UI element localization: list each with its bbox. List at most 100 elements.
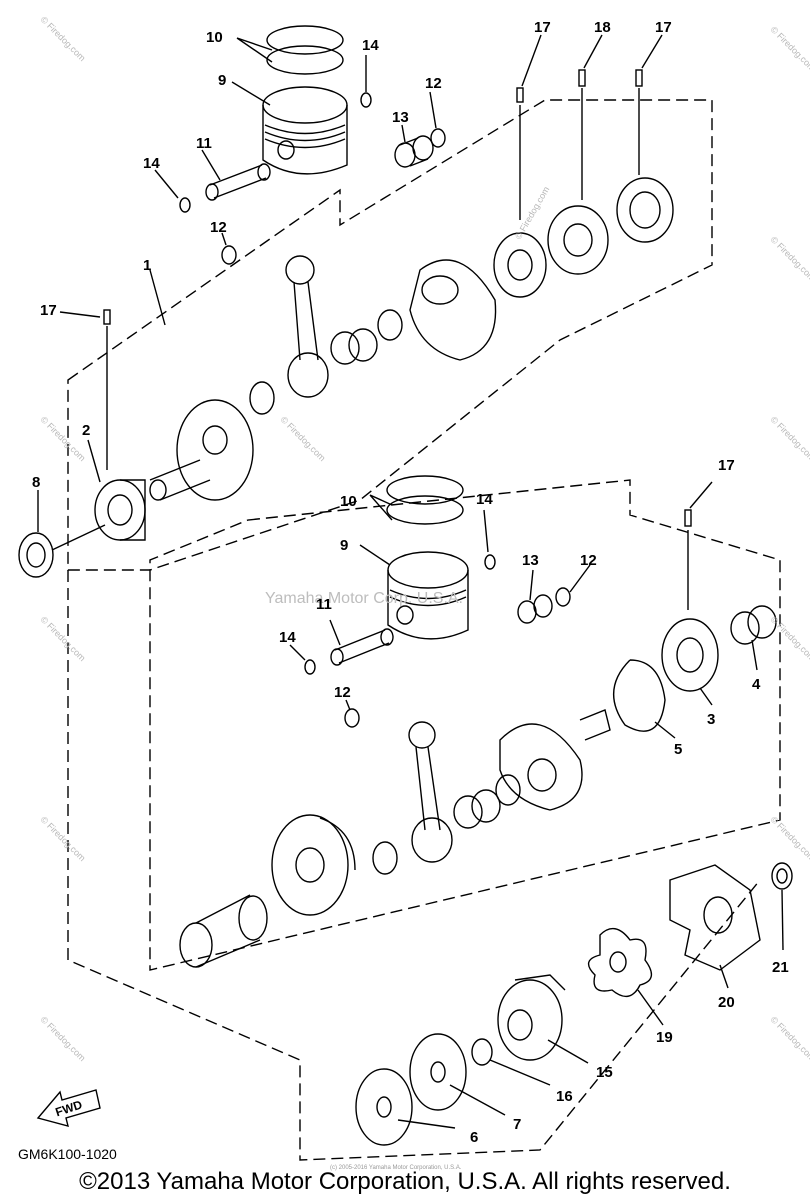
washer-upper-left — [221, 245, 237, 265]
bottom-group-boundary — [67, 570, 761, 1161]
callout-20: 20 — [718, 994, 735, 1011]
piston-ring-upper-1 — [266, 25, 344, 55]
callout-19: 19 — [656, 1029, 673, 1046]
watermark-6: © Firedog.com — [279, 414, 328, 463]
washer-21 — [771, 862, 793, 890]
callout-12c: 12 — [580, 552, 597, 569]
callout-9b: 9 — [340, 537, 348, 554]
hub-15 — [497, 974, 566, 1061]
crank-web-upper-right — [409, 259, 497, 361]
callout-12d: 12 — [334, 684, 351, 701]
crank-web-lower-left — [271, 814, 356, 916]
watermark-12: © Firedog.com — [769, 1014, 810, 1063]
callout-4: 4 — [752, 676, 761, 693]
washer-lower-lower — [372, 841, 398, 875]
clip-lower-left — [304, 659, 316, 675]
piston-pin-lower — [330, 628, 394, 666]
callout-16: 16 — [556, 1088, 573, 1105]
callout-11b: 11 — [316, 596, 332, 613]
piston-upper — [262, 86, 348, 175]
washer-upper-lower — [249, 381, 275, 415]
bearing-upper-right — [616, 177, 674, 243]
bushing-4 — [730, 605, 777, 645]
callout-5: 5 — [674, 741, 682, 758]
callout-12a: 12 — [425, 75, 442, 92]
callout-15: 15 — [596, 1064, 613, 1081]
clip-upper-right — [360, 92, 372, 108]
small-copyright: (c) 2005-2016 Yamaha Motor Corporation, … — [330, 1165, 462, 1171]
lower-assembly-boundary — [149, 479, 781, 971]
washer-upper-right — [430, 128, 446, 148]
callout-3: 3 — [707, 711, 715, 728]
bushing-upper — [330, 328, 378, 365]
callout-1: 1 — [143, 257, 151, 274]
washer-16 — [471, 1038, 493, 1066]
upper-assembly-boundary — [67, 99, 713, 571]
bearing-3 — [661, 618, 719, 692]
dowel-pin-17-b — [635, 69, 643, 87]
callout-17d: 17 — [718, 457, 735, 474]
dowel-pin-17-c — [103, 309, 111, 325]
bushing-lower — [453, 789, 501, 829]
callout-9a: 9 — [218, 72, 226, 89]
forward-arrow-icon — [36, 1089, 101, 1127]
callout-17a: 17 — [40, 302, 57, 319]
watermark-3: © Firedog.com — [769, 234, 810, 283]
callout-10b: 10 — [340, 493, 357, 510]
oil-seal-8 — [18, 532, 54, 578]
callout-14c: 14 — [476, 491, 493, 508]
callout-12b: 12 — [210, 219, 227, 236]
needle-bearing-upper — [394, 135, 434, 168]
connecting-rod-upper — [285, 255, 329, 398]
callout-14d: 14 — [279, 629, 296, 646]
dowel-pin-17-a — [516, 87, 524, 103]
watermark-7: © Firedog.com — [39, 614, 88, 663]
watermark-11: © Firedog.com — [39, 1014, 88, 1063]
piston-ring-lower-2 — [386, 495, 464, 525]
callout-7: 7 — [513, 1116, 521, 1133]
fwd-label: FWD — [54, 1097, 85, 1119]
washer-lower-right — [555, 587, 571, 607]
diagram-code: GM6K100-1020 — [18, 1146, 117, 1162]
watermark-2: © Firedog.com — [769, 24, 810, 73]
watermark-4: © Firedog.com — [39, 414, 88, 463]
callout-10a: 10 — [206, 29, 223, 46]
watermark-8: © Firedog.com — [769, 614, 810, 663]
crank-web-lower-right — [499, 709, 611, 811]
callout-17b: 17 — [534, 19, 551, 36]
plate-7 — [409, 1033, 467, 1111]
clip-lower-right — [484, 554, 496, 570]
callout-6: 6 — [470, 1129, 478, 1146]
bearing-upper-mid — [493, 232, 547, 298]
callout-2: 2 — [82, 422, 90, 439]
plate-6 — [355, 1068, 413, 1146]
callout-18: 18 — [594, 19, 611, 36]
callout-14b: 14 — [143, 155, 160, 172]
washer-lower-mid — [495, 774, 521, 806]
watermark-9: © Firedog.com — [39, 814, 88, 863]
callout-17c: 17 — [655, 19, 672, 36]
callout-8: 8 — [32, 474, 40, 491]
connecting-rod-lower — [408, 721, 453, 863]
piston-lower — [387, 551, 469, 640]
washer-upper-mid — [377, 309, 403, 341]
circlip-5 — [612, 659, 666, 732]
watermark-center: Yamaha Motor Corp. U.S.A. — [265, 590, 463, 607]
damper-19 — [587, 927, 653, 998]
callout-14a: 14 — [362, 37, 379, 54]
clip-upper-left — [179, 197, 191, 213]
piston-ring-lower-1 — [386, 475, 464, 505]
watermark-5: © Firedog.com — [769, 414, 810, 463]
cover-20 — [669, 864, 761, 971]
collar-upper — [547, 205, 609, 275]
watermark-13: © Firedog.com — [513, 185, 551, 241]
callout-13b: 13 — [522, 552, 539, 569]
watermark-1: © Firedog.com — [39, 14, 88, 63]
crank-pin-lower — [179, 894, 268, 968]
piston-pin-upper — [205, 163, 271, 201]
washer-lower-left — [344, 708, 360, 728]
callout-13a: 13 — [392, 109, 409, 126]
dowel-pin-18 — [578, 69, 586, 87]
crank-web-upper-left — [149, 399, 254, 501]
